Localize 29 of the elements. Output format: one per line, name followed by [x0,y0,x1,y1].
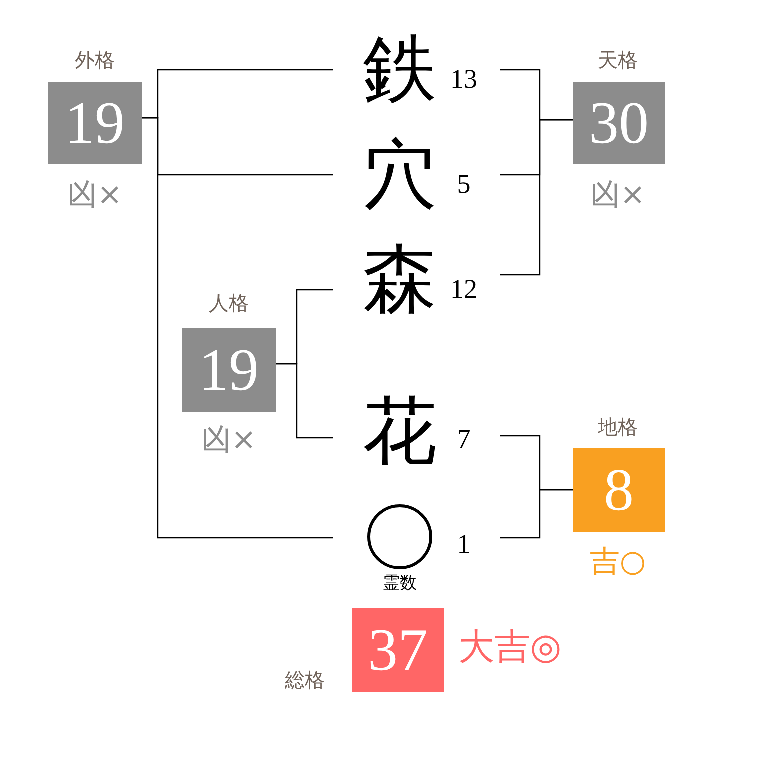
category-heading: 地格 [598,416,638,438]
verdict-label: 吉○ [590,546,646,578]
category-heading: 総格 [285,669,325,691]
score-box: 8 [573,448,665,532]
score-box: 30 [573,82,665,164]
stroke-count: 12 [450,275,478,305]
verdict-label: 凶× [67,178,123,212]
category-heading: 人格 [209,292,249,314]
connector-line [142,117,333,539]
stroke-count: 5 [457,170,471,200]
verdict-label: 凶× [590,178,646,212]
score-box: 19 [182,328,276,412]
stroke-count: 13 [450,65,478,95]
name-character: 鉄 [363,29,437,111]
verdict-label: 大吉◎ [458,628,562,668]
stroke-count: 7 [457,425,471,455]
category-heading: 外格 [75,49,115,71]
number-label: 霊数 [383,574,417,594]
stroke-count: 1 [457,530,471,560]
name-character: 花 [363,391,437,473]
score-box: 19 [48,82,142,164]
verdict-label: 凶× [201,424,257,456]
connector-line [500,119,573,276]
name-character: 森 [363,239,437,321]
connector-line [276,363,333,439]
name-character: 穴 [363,134,437,216]
score-box: 37 [352,608,444,692]
category-heading: 天格 [598,49,638,71]
connector-line [500,489,573,539]
